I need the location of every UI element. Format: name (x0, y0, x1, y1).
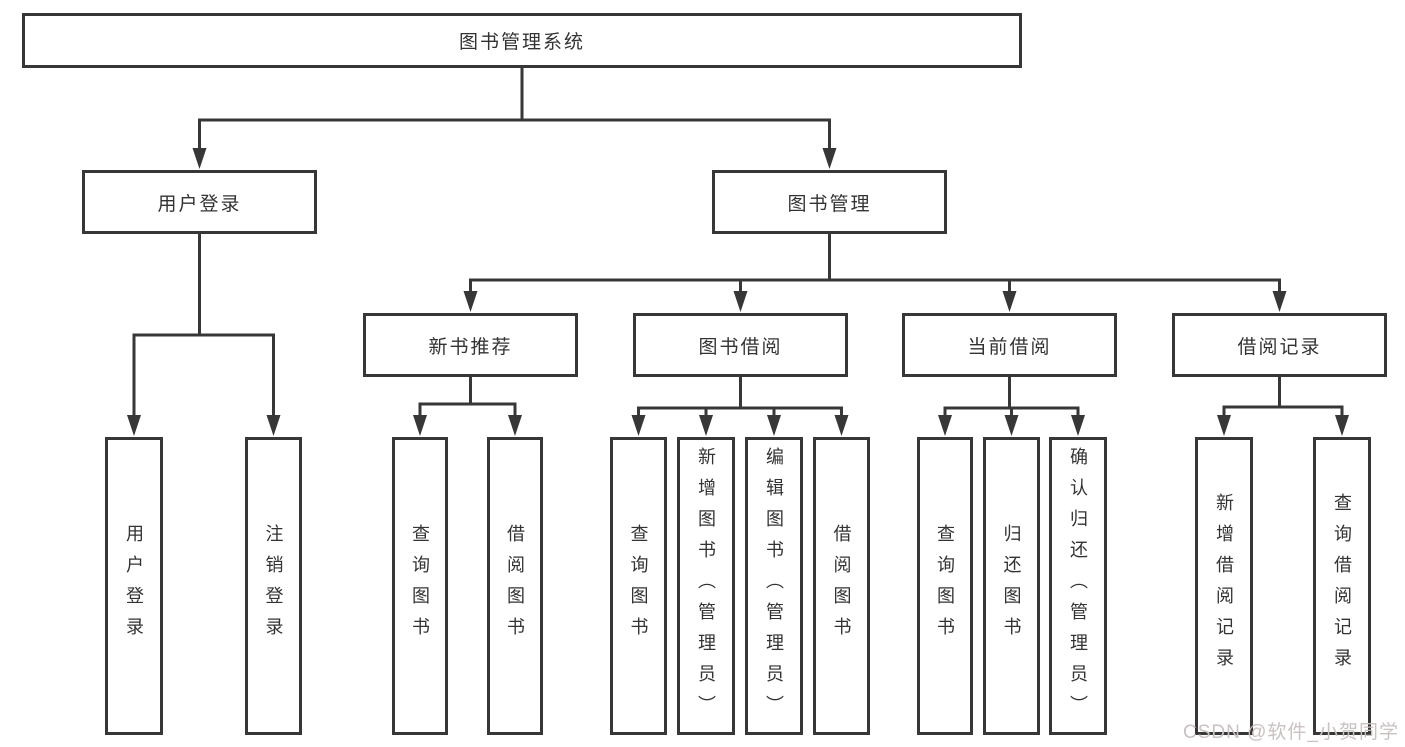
node-current-borrow: 当前借阅 (902, 313, 1117, 377)
node-leaf-bb-add: 新增图书（管理员） (677, 437, 735, 735)
arrowhead-icon (1071, 415, 1085, 436)
node-book-mgmt: 图书管理 (712, 170, 947, 234)
node-leaf-user-login: 用户登录 (105, 437, 163, 735)
arrowhead-icon (192, 148, 207, 169)
arrowhead-icon (463, 291, 478, 312)
node-leaf-cb-confirm: 确认归还（管理员） (1049, 437, 1107, 735)
arrowhead-icon (1004, 415, 1019, 436)
node-user-login: 用户登录 (82, 170, 317, 234)
node-root: 图书管理系统 (22, 13, 1022, 68)
arrowhead-icon (1335, 415, 1349, 436)
node-leaf-bb-borrow: 借阅图书 (813, 437, 870, 735)
arrowhead-icon (699, 415, 713, 436)
node-leaf-nb-query: 查询图书 (392, 437, 448, 735)
arrowhead-icon (508, 415, 522, 436)
node-borrow-records: 借阅记录 (1172, 313, 1387, 377)
arrowhead-icon (127, 415, 141, 436)
node-leaf-bb-edit: 编辑图书（管理员） (745, 437, 803, 735)
node-leaf-cb-query: 查询图书 (917, 437, 973, 735)
arrowhead-icon (733, 291, 748, 312)
node-leaf-bb-query: 查询图书 (610, 437, 667, 735)
arrowhead-icon (1272, 291, 1287, 312)
arrowhead-icon (413, 415, 427, 436)
node-new-books: 新书推荐 (363, 313, 578, 377)
watermark: CSDN @软件_小贺同学 (1183, 722, 1399, 743)
node-leaf-nb-borrow: 借阅图书 (487, 437, 543, 735)
node-leaf-br-add: 新增借阅记录 (1195, 437, 1253, 735)
node-leaf-br-query: 查询借阅记录 (1313, 437, 1371, 735)
arrowhead-icon (1217, 415, 1231, 436)
node-book-borrow: 图书借阅 (633, 313, 848, 377)
arrowhead-icon (266, 415, 281, 436)
arrowhead-icon (767, 415, 781, 436)
arrowhead-icon (834, 415, 849, 436)
arrowhead-icon (938, 415, 952, 436)
arrowhead-icon (631, 415, 646, 436)
arrowhead-icon (1002, 291, 1017, 312)
node-leaf-logout: 注销登录 (245, 437, 302, 735)
arrowhead-icon (822, 148, 837, 169)
node-leaf-cb-return: 归还图书 (983, 437, 1040, 735)
